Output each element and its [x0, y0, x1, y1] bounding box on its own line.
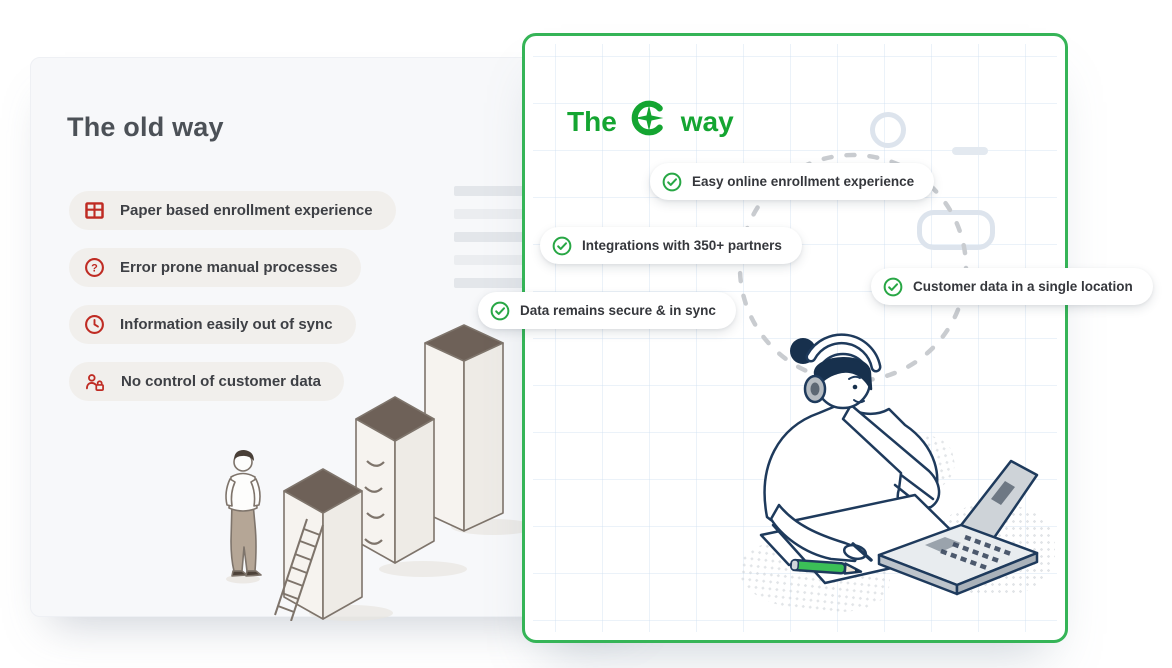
new-way-item-integrations: Integrations with 350+ partners: [540, 227, 802, 264]
old-way-item-control: No control of customer data: [69, 362, 345, 401]
check-circle-icon: [552, 236, 572, 256]
laptop: [877, 459, 1039, 596]
old-way-illustration: [225, 324, 531, 621]
old-way-item-label: Paper based enrollment experience: [120, 202, 373, 219]
question-circle-icon: ?: [84, 257, 105, 278]
standing-person: [225, 450, 262, 577]
stadium-decoration-icon: [917, 210, 995, 250]
new-way-title: The way: [567, 97, 734, 146]
green-pencil: [789, 558, 863, 575]
old-way-item-sync: Information easily out of sync: [69, 305, 356, 344]
document-lines-decoration: [454, 186, 546, 288]
new-way-title-suffix: way: [680, 105, 734, 137]
new-way-title-prefix: The: [567, 105, 617, 137]
new-way-item-single-location: Customer data in a single location: [871, 268, 1153, 305]
old-way-item-list: Paper based enrollment experience ? Erro…: [69, 191, 396, 401]
old-way-item-error: ? Error prone manual processes: [69, 248, 361, 287]
new-way-item-label: Data remains secure & in sync: [520, 303, 716, 318]
check-circle-icon: [883, 277, 903, 297]
new-way-item-enrollment: Easy online enrollment experience: [650, 163, 935, 200]
clock-icon: [84, 314, 105, 335]
old-way-item-label: Error prone manual processes: [120, 259, 338, 276]
new-way-item-secure: Data remains secure & in sync: [478, 292, 736, 329]
person-lock-icon: [84, 371, 106, 393]
pen: [851, 542, 873, 562]
old-way-item-paper: Paper based enrollment experience: [69, 191, 396, 230]
old-way-title: The old way: [67, 112, 224, 143]
check-circle-icon: [490, 301, 510, 321]
new-way-item-label: Integrations with 350+ partners: [582, 238, 782, 253]
compass-star-logo-icon: [628, 97, 670, 146]
new-way-item-label: Easy online enrollment experience: [692, 174, 915, 189]
new-way-illustration: [759, 333, 1039, 596]
new-way-item-label: Customer data in a single location: [913, 279, 1133, 294]
ring-decoration-icon: [870, 112, 906, 148]
new-way-panel: The way: [522, 33, 1068, 643]
drawer-handles: [364, 460, 385, 545]
bar-decoration: [952, 147, 988, 155]
table-grid-icon: [84, 200, 105, 221]
old-way-item-label: No control of customer data: [121, 373, 322, 390]
check-circle-icon: [662, 172, 682, 192]
svg-text:?: ?: [91, 262, 98, 274]
ladder: [274, 518, 324, 621]
old-way-item-label: Information easily out of sync: [120, 316, 333, 333]
